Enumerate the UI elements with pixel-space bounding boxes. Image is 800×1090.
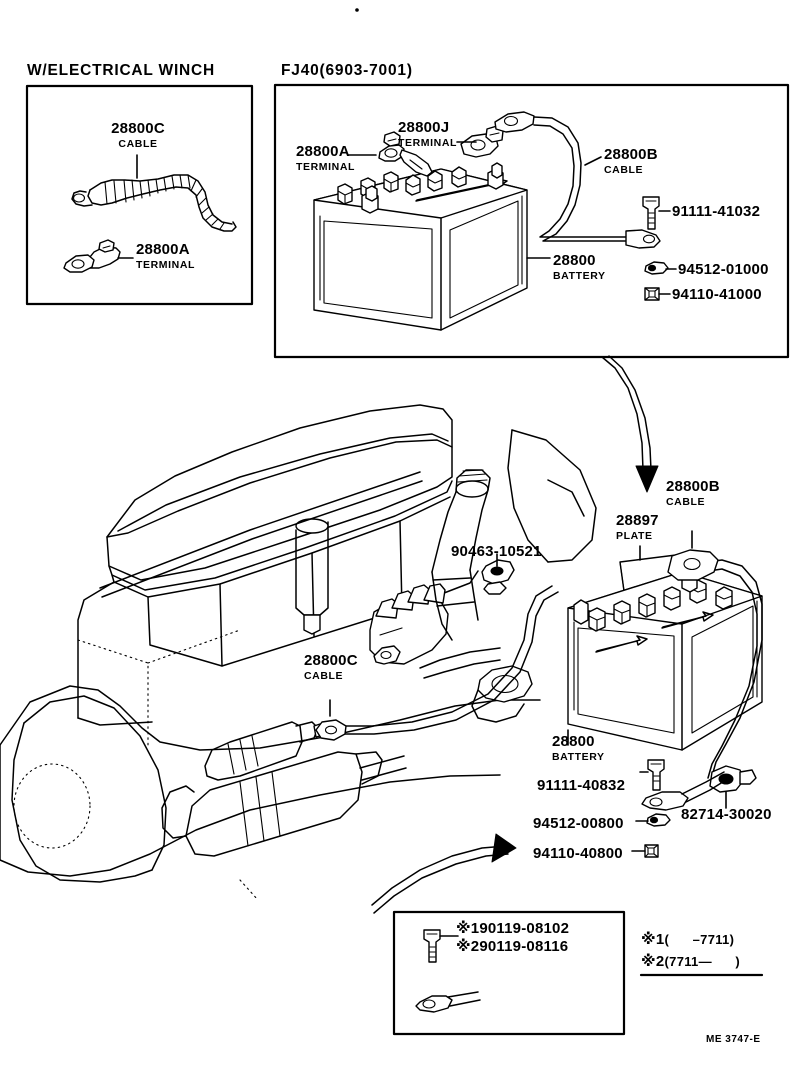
flow-arrow (601, 355, 659, 493)
footer-code: ME 3747-E (706, 1034, 761, 1045)
main-hardware-82714-30020: 82714-30020 (681, 806, 772, 823)
bolt-91111-41032-art (642, 196, 660, 230)
main-hardware-91111-40832: 91111-40832 (537, 777, 626, 794)
legend-row-2-mark: ※2 (641, 953, 665, 970)
fj40-terminal-a-art (378, 131, 433, 177)
inset-item-2-number: 90119-08116 (479, 938, 569, 955)
inset-item-2-mark: ※2 (456, 938, 480, 955)
washer-94512-01000-art (644, 261, 669, 275)
registration-mark (355, 8, 359, 12)
engine-art (0, 404, 597, 901)
cable-end-eye-art (641, 771, 727, 811)
winch-cable-art (71, 174, 237, 232)
bolt-91111-40832-art (647, 759, 665, 791)
fj40-hardware-94512-01000: 94512-01000 (678, 261, 769, 278)
washer-94512-00800-art (646, 813, 671, 827)
winch-panel-border (25, 84, 254, 306)
fj40-battery-art (313, 162, 528, 331)
main-part-28800b-number: 28800B (666, 478, 720, 495)
fj40-part-28800b-name: CABLE (604, 164, 644, 176)
winch-panel-title: W/ELECTRICAL WINCH (27, 62, 216, 79)
main-battery-art (567, 567, 763, 751)
winch-terminal-art (63, 239, 121, 273)
main-part-28800-name: BATTERY (552, 751, 605, 763)
inset-box-border (392, 910, 626, 1036)
winch-part-28800c-number: 28800C (111, 120, 165, 137)
clamp-90463-10521-art (481, 559, 515, 595)
fj40-hardware-94110-41000: 94110-41000 (672, 286, 762, 303)
legend-row-1-range: ( –7711) (664, 932, 735, 947)
winch-part-28800a-number: 28800A (136, 241, 190, 258)
cable-b-leader (584, 156, 602, 166)
fj40-hardware-91111-41032: 91111-41032 (672, 203, 761, 220)
main-part-28800-number: 28800 (552, 733, 595, 750)
main-part-28800c-name: CABLE (304, 670, 344, 682)
inset-item-2: ※290119-08116 (456, 937, 568, 955)
fj40-part-28800j-name: TERMINAL (398, 137, 458, 149)
main-part-28897-number: 28897 (616, 512, 659, 529)
fj40-part-28800-name: BATTERY (553, 270, 606, 282)
inset-item-1-mark: ※1 (456, 920, 480, 937)
fj40-panel-border (273, 83, 790, 359)
winch-part-28800c-name: CABLE (118, 138, 158, 150)
legend-row-1: ※1( –7711) (641, 930, 734, 948)
main-part-28800c-number: 28800C (304, 652, 358, 669)
inset-bolt-art (423, 929, 441, 963)
main-part-28800b-name: CABLE (666, 496, 706, 508)
inset-item-1-number: 90119-08102 (479, 920, 570, 937)
main-cable-c-art (315, 585, 559, 741)
clip-82714-30020-art (709, 765, 757, 793)
main-hardware-90463-10521: 90463-10521 (451, 543, 542, 560)
fj40-part-28800-number: 28800 (553, 252, 596, 269)
legend-row-2-range: (7711— ) (664, 954, 740, 969)
legend-row-2: ※2(7711— ) (641, 952, 740, 970)
fj40-cable-b-art (533, 116, 661, 249)
fj40-panel-title: FJ40(6903-7001) (281, 62, 413, 79)
winch-part-28800a-name: TERMINAL (136, 259, 196, 271)
nut-94110-41000-art (644, 287, 660, 301)
fj40-part-28800a-name: TERMINAL (296, 161, 356, 173)
inset-arrow (371, 833, 517, 914)
main-hardware-94512-00800: 94512-00800 (533, 815, 624, 832)
main-part-28897-name: PLATE (616, 530, 653, 542)
main-hardware-94110-40800: 94110-40800 (533, 845, 623, 862)
fj40-part-28800a-number: 28800A (296, 143, 350, 160)
legend-row-1-mark: ※1 (641, 931, 665, 948)
inset-item-1: ※190119-08102 (456, 919, 569, 937)
fj40-terminal-j-art (460, 111, 535, 158)
fj40-part-28800b-number: 28800B (604, 146, 658, 163)
nut-94110-40800-art (644, 844, 659, 858)
main-cable-b-art (667, 549, 763, 779)
fj40-part-28800j-number: 28800J (398, 119, 450, 136)
inset-cable-art (415, 991, 481, 1013)
